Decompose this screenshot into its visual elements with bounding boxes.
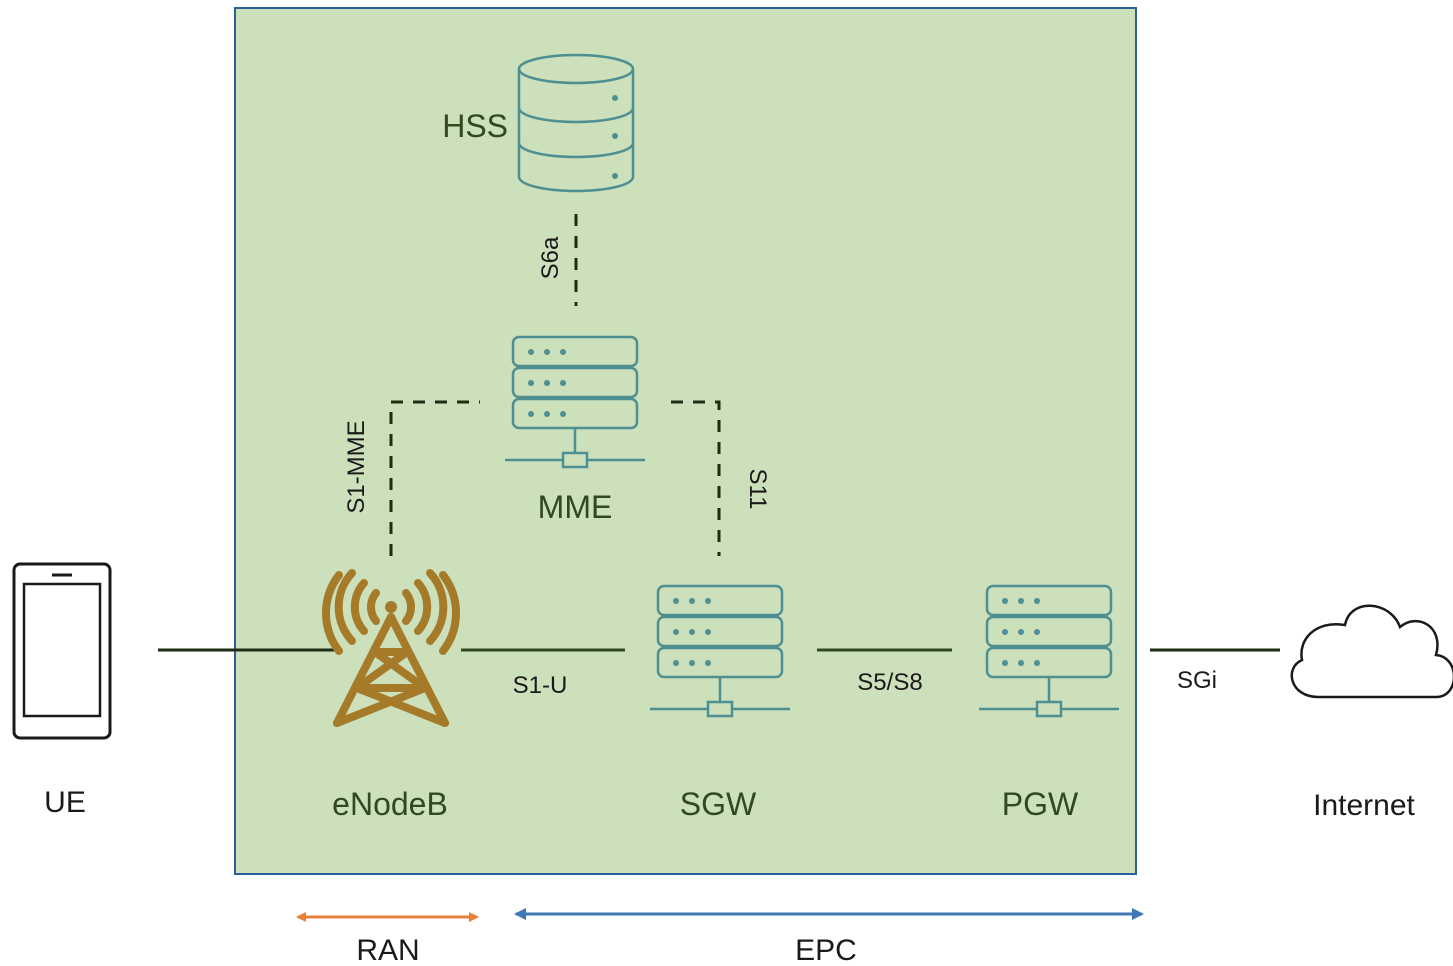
epc-container [234,7,1137,875]
internet-label: Internet [1313,789,1415,822]
link-s11 [671,400,721,556]
s5s8-label: S5/S8 [857,669,922,696]
link-s1-mme [389,400,480,556]
cell-tower-icon [322,569,460,727]
s11-label: S11 [744,469,771,510]
sgw-label: SGW [680,786,757,822]
epc-label: EPC [795,934,857,966]
s1-mme-label: S1-MME [343,420,370,513]
ue-label: UE [44,786,86,819]
pgw-label: PGW [1002,786,1079,822]
mme-label: MME [538,489,613,525]
sgi-label: SGi [1177,667,1217,694]
s1u-label: S1-U [513,672,568,699]
database-icon [517,53,635,193]
cloud-icon [1290,604,1453,699]
ran-label: RAN [356,934,419,966]
smartphone-icon [12,562,112,740]
hss-label: HSS [442,108,508,144]
s6a-label: S6a [537,236,564,279]
enodeb-label: eNodeB [332,786,448,822]
